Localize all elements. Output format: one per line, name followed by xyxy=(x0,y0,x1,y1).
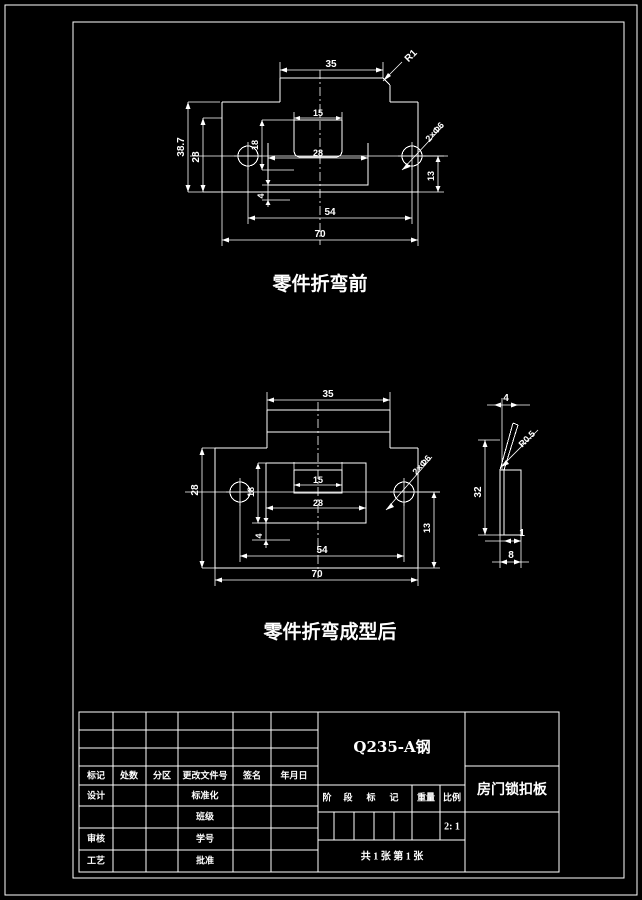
side-view: 4 R0.5 32 1 8 xyxy=(473,393,539,568)
dim-side-thickness: 1 xyxy=(519,528,525,539)
rev-header-5: 年月日 xyxy=(280,770,307,782)
dim-view1-slot-height: 18 xyxy=(250,140,260,150)
dim-view1-top-width: 35 xyxy=(325,59,337,70)
dim-side-height: 32 xyxy=(473,486,484,498)
dim-side-base-width: 8 xyxy=(508,550,514,561)
stage-header-2: 标 xyxy=(365,792,375,804)
dim-view2-body-height: 28 xyxy=(190,484,201,496)
dim-view1-hole-spacing: 54 xyxy=(324,207,336,218)
dim-view1-overall-height: 38.7 xyxy=(176,137,187,157)
sheet-inner-border xyxy=(72,21,625,879)
mid-label-2: 学号 xyxy=(196,833,214,845)
sheet-count: 共 1 张 第 1 张 xyxy=(361,849,424,862)
title-block-outer xyxy=(78,711,560,873)
mid-label-3: 批准 xyxy=(196,855,214,867)
dim-view1-hole-center-height: 13 xyxy=(426,171,436,181)
scale-value: 2: 1 xyxy=(444,821,460,832)
role-label-2: 审核 xyxy=(87,833,105,845)
caption-view-1: 零件折弯前 xyxy=(271,272,367,295)
view-1-flat-blank: 35 R1 38.7 28 15 xyxy=(176,48,448,295)
dim-side-bend-radius: R0.5 xyxy=(517,429,538,450)
title-block: 标记 处数 分区 更改文件号 签名 年月日 设计 审核 工艺 标准化 班级 学号… xyxy=(78,711,560,873)
caption-view-2: 零件折弯成型后 xyxy=(262,620,396,643)
dim-view2-hole-spacing: 54 xyxy=(316,545,328,556)
dim-view1-hole-note: 2×Φ6 xyxy=(423,120,446,144)
stage-header-5: 比例 xyxy=(443,792,461,804)
dim-view2-top-width: 35 xyxy=(322,389,334,400)
dim-view1-slot-mid-width: 28 xyxy=(313,148,323,158)
mid-label-0: 标准化 xyxy=(190,790,218,802)
dim-view2-slot-bottom-offset: 4 xyxy=(254,533,264,538)
dim-view1-corner-radius: R1 xyxy=(403,48,420,65)
mid-label-1: 班级 xyxy=(196,811,215,823)
sheet-outer-border xyxy=(4,4,638,896)
dim-view2-hole-center-height: 13 xyxy=(422,523,432,533)
dim-view2-hole-note: 2×Φ6 xyxy=(410,453,433,477)
dim-view1-body-height: 28 xyxy=(191,151,202,163)
material-label: Q235-A钢 xyxy=(353,738,430,756)
stage-header-0: 阶 xyxy=(322,792,332,804)
dim-view2-slot-top-width: 15 xyxy=(313,475,323,485)
dim-view2-slot-height: 18 xyxy=(246,487,256,497)
dim-view1-slot-top-width: 15 xyxy=(313,108,323,118)
view-2-formed-part: 35 28 15 18 28 xyxy=(185,389,440,643)
rev-header-0: 标记 xyxy=(86,770,105,782)
dim-side-flange-len: 4 xyxy=(503,393,509,404)
dim-view1-overall-width: 70 xyxy=(314,229,326,240)
role-label-3: 工艺 xyxy=(87,855,105,867)
rev-header-2: 分区 xyxy=(153,770,171,782)
part-name-label: 房门锁扣板 xyxy=(477,781,548,798)
dim-view2-slot-mid-width: 28 xyxy=(313,498,323,508)
dim-view1-slot-bottom-offset: 4 xyxy=(256,193,266,198)
stage-header-1: 段 xyxy=(343,792,353,804)
rev-header-4: 签名 xyxy=(242,770,261,782)
rev-header-3: 更改文件号 xyxy=(182,770,227,782)
stage-header-4: 重量 xyxy=(417,792,435,804)
role-label-0: 设计 xyxy=(87,790,105,802)
dim-view2-overall-width: 70 xyxy=(311,569,323,580)
stage-header-3: 记 xyxy=(389,792,398,804)
rev-header-1: 处数 xyxy=(119,770,139,782)
